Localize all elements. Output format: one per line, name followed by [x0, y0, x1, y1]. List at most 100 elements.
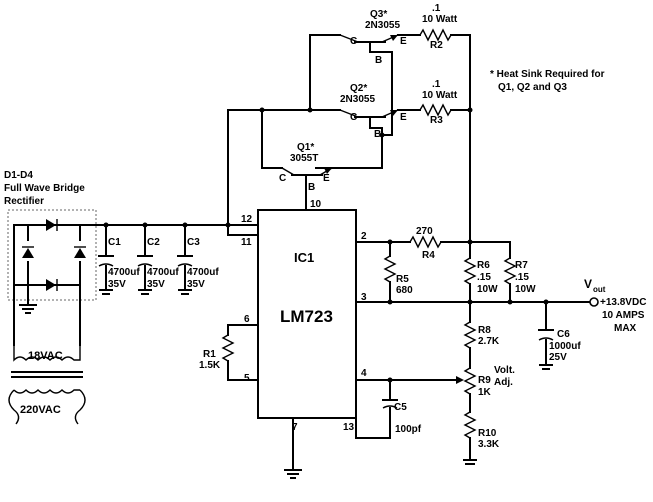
r5-name: R5: [396, 274, 409, 285]
resistor-r7: [503, 241, 517, 303]
q1-b: B: [308, 182, 315, 193]
q2-name: Q2*: [350, 83, 367, 94]
resistor-r1: [221, 324, 259, 381]
potentiometer-r9: [355, 367, 477, 413]
c3-voltage: 35V: [187, 279, 205, 290]
ic1-pin-4: 4: [361, 368, 367, 379]
c2-value: 4700uf: [147, 267, 179, 278]
r10-value: 3.3K: [478, 439, 500, 450]
ic1-pin-5: 5: [244, 373, 250, 384]
transformer: [8, 345, 86, 425]
r4-name: R4: [422, 250, 435, 261]
q1-c: C: [279, 173, 286, 184]
q2-e: E: [400, 112, 407, 123]
r4-value: 270: [416, 226, 433, 237]
resistor-r2: [397, 28, 471, 243]
r9-name: R9: [478, 375, 491, 386]
r6-value: .15: [477, 272, 491, 283]
c6-value: 1000uf: [549, 341, 581, 352]
r9-label-1: Volt.: [494, 365, 515, 376]
r1-name: R1: [203, 349, 216, 360]
q2-part: 2N3055: [340, 94, 375, 105]
ic1-pin-10: 10: [310, 199, 322, 210]
ic1-body: [257, 209, 357, 419]
bridge-title-2: Full Wave Bridge: [4, 183, 85, 194]
r1-value: 1.5K: [199, 360, 221, 371]
bridge-title-1: D1-D4: [4, 170, 33, 181]
resistor-r3: [397, 103, 471, 117]
r5-value: 680: [396, 285, 413, 296]
resistor-r10: [463, 411, 477, 465]
r2-rating: 10 Watt: [422, 14, 458, 25]
c3-name: C3: [187, 237, 200, 248]
c2-voltage: 35V: [147, 279, 165, 290]
ic1-pin-11: 11: [241, 237, 252, 248]
bridge-rectifier: [7, 209, 101, 346]
r2-name: R2: [430, 40, 443, 51]
r6-name: R6: [477, 260, 490, 271]
capacitor-grounds: [99, 289, 192, 295]
ic1-pin-2: 2: [361, 231, 367, 242]
q3-e: E: [400, 36, 407, 47]
resistor-r4: [409, 235, 511, 249]
c5-value: 100pf: [395, 424, 422, 435]
r3-name: R3: [430, 115, 443, 126]
c5-name: C5: [394, 402, 407, 413]
vout-current: 10 AMPS: [602, 310, 645, 321]
ic1-pin-6: 6: [244, 314, 250, 325]
heatsink-note-2: Q1, Q2 and Q3: [498, 82, 567, 93]
r8-value: 2.7K: [478, 336, 500, 347]
transistor-q3: [339, 34, 399, 53]
c1-name: C1: [108, 237, 121, 248]
r6-rating: 10W: [477, 284, 498, 295]
c1-voltage: 35V: [108, 279, 126, 290]
q2-c: C: [350, 112, 357, 123]
q2-b: B: [374, 129, 381, 140]
capacitor-c3: [177, 224, 193, 291]
vout-max: MAX: [614, 323, 637, 334]
r9-label-2: Adj.: [494, 377, 513, 388]
r3-rating: 10 Watt: [422, 90, 458, 101]
c2-name: C2: [147, 237, 160, 248]
resistor-r5: [383, 241, 397, 303]
ic1-name: IC1: [294, 250, 314, 265]
q3-c: C: [350, 36, 357, 47]
r2-value: .1: [432, 3, 441, 14]
q1-name: Q1*: [297, 142, 314, 153]
junction-dots: [103, 107, 549, 383]
ic1-part: LM723: [280, 307, 333, 326]
r7-value: .15: [515, 272, 529, 283]
q3-b: B: [375, 55, 382, 66]
heatsink-note-1: * Heat Sink Required for: [490, 69, 605, 80]
ic1-pin-13: 13: [343, 422, 355, 433]
transistor-q1: [281, 51, 393, 211]
vout-sub: out: [593, 285, 606, 294]
ic1-pin-12: 12: [241, 214, 253, 225]
transformer-secondary-label: 18VAC: [28, 350, 63, 362]
c6-voltage: 25V: [549, 352, 567, 363]
capacitor-c1: [98, 224, 114, 291]
q3-name: Q3*: [370, 9, 387, 20]
r3-value: .1: [432, 79, 441, 90]
q1-part: 3055T: [290, 153, 318, 164]
q3-part: 2N3055: [365, 20, 400, 31]
c6-name: C6: [557, 329, 570, 340]
c1-value: 4700uf: [108, 267, 140, 278]
r9-value: 1K: [478, 387, 492, 398]
ic-ground: [284, 417, 302, 479]
capacitor-c5: [355, 379, 398, 439]
ic1-pin-3: 3: [361, 292, 367, 303]
vout-value: +13.8VDC: [600, 297, 646, 308]
capacitor-c2: [137, 224, 153, 291]
bridge-title-3: Rectifier: [4, 196, 44, 207]
resistor-r8: [463, 301, 477, 369]
r7-rating: 10W: [515, 284, 536, 295]
vout-v: V: [584, 277, 592, 291]
q1-e: E: [323, 173, 330, 184]
r7-name: R7: [515, 260, 528, 271]
r10-name: R10: [478, 428, 497, 439]
c3-value: 4700uf: [187, 267, 219, 278]
output-terminal: [589, 297, 599, 307]
r8-name: R8: [478, 325, 491, 336]
